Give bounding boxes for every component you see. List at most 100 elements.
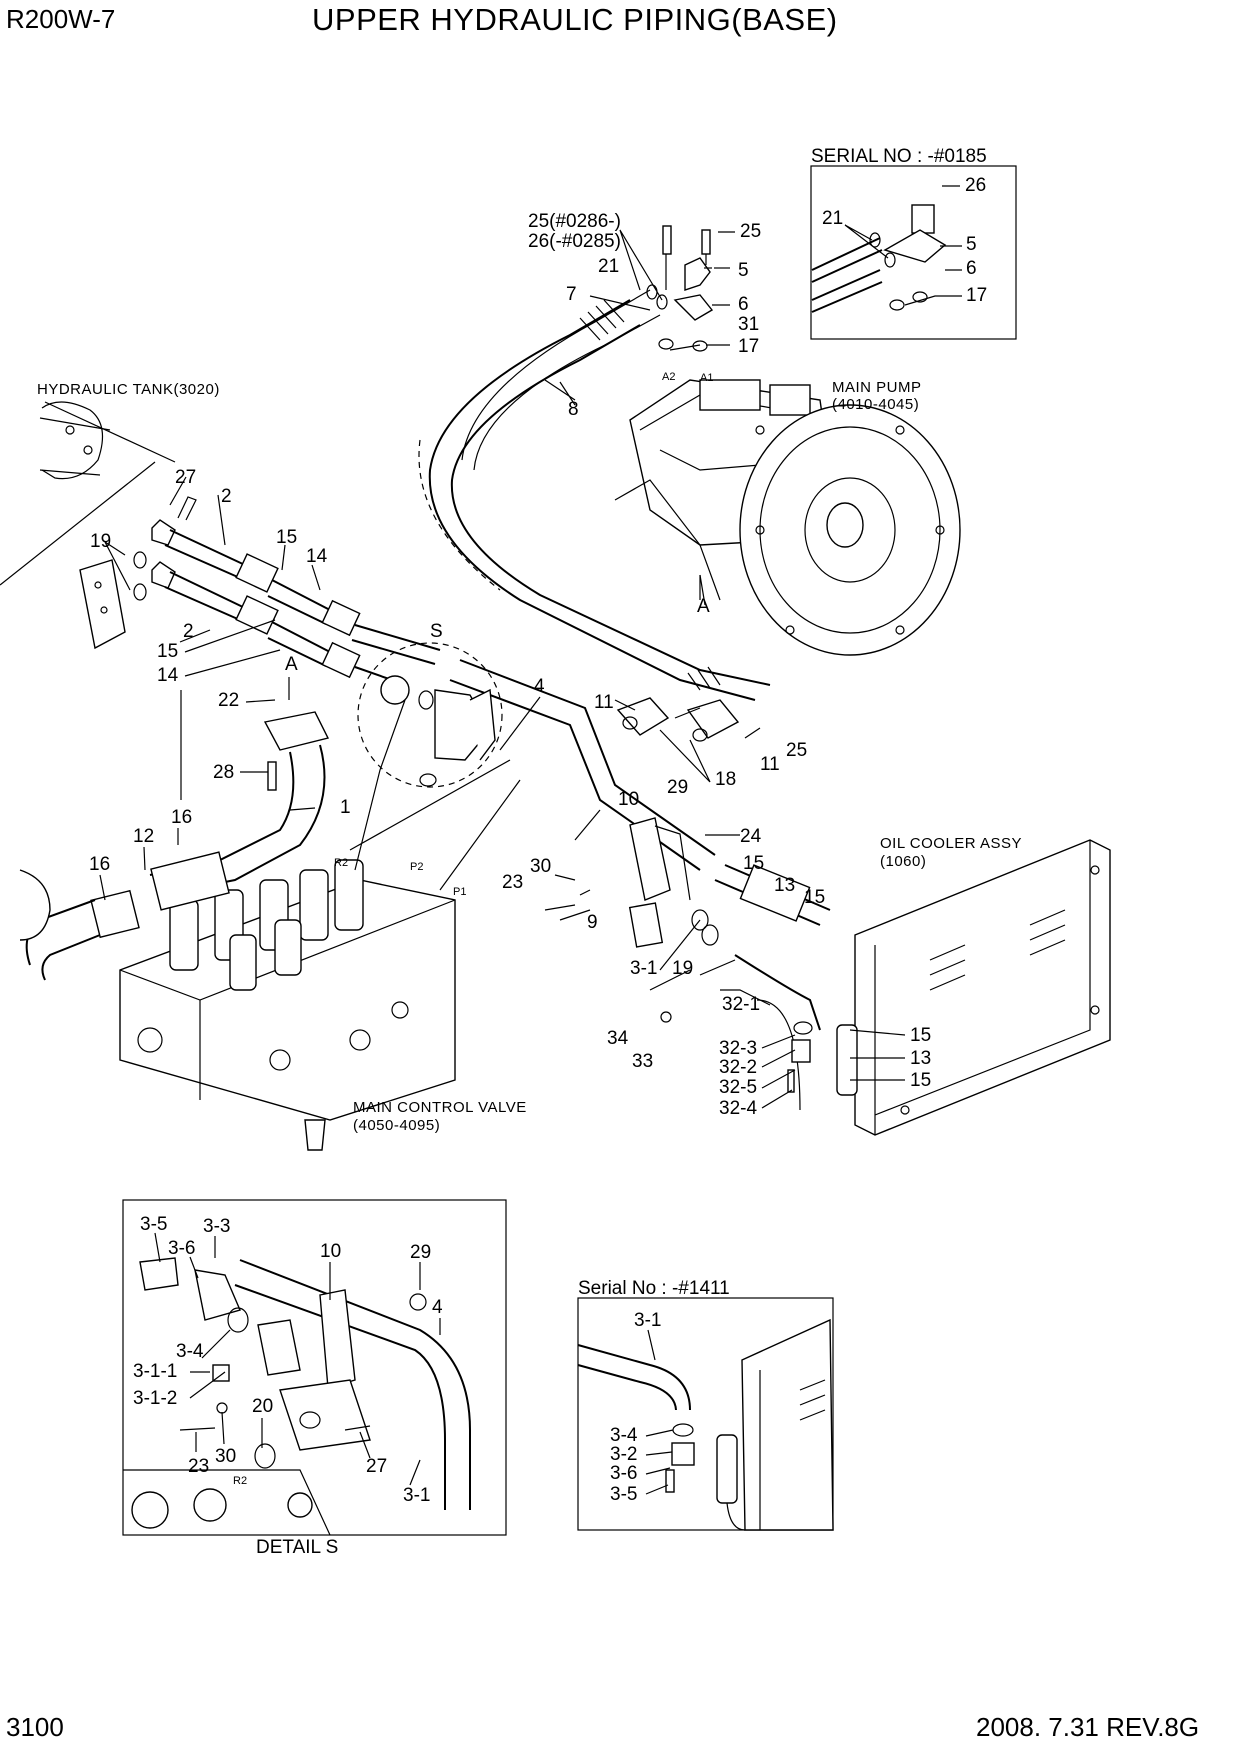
callout: 21 (598, 256, 619, 277)
callout: 23 (502, 872, 523, 893)
callout: 3-4 (610, 1425, 638, 1446)
callout: 32-3 (719, 1038, 757, 1059)
callout: 6 (966, 258, 977, 279)
page-title: UPPER HYDRAULIC PIPING(BASE) (312, 2, 838, 37)
serial-top-drawing (811, 204, 947, 313)
callout: 26 (965, 175, 986, 196)
callout: 16 (89, 854, 110, 875)
callout: 3-3 (203, 1216, 230, 1237)
callout: 3-1-2 (133, 1388, 177, 1409)
callouts-serial-bottom: 3-1 3-4 3-2 3-6 3-5 (610, 1310, 674, 1505)
detail-s-drawing (123, 1257, 471, 1536)
hydraulic-tank-label: HYDRAULIC TANK(3020) (37, 381, 220, 398)
callouts-detail-s: 3-5 3-3 3-6 10 29 4 3-4 3-1-1 3-1-2 20 2… (133, 1214, 443, 1506)
port-marker-a2: A2 (662, 371, 675, 383)
callout: 11 (594, 692, 614, 713)
callout: 3-1-1 (133, 1361, 177, 1382)
callout: 20 (252, 1396, 273, 1417)
pipe-assembly-drawing (418, 659, 719, 948)
main-pump-ref: (4010-4045) (832, 396, 919, 413)
callout: 21 (822, 208, 843, 229)
pump-fittings-drawing (646, 225, 714, 352)
callout: 3-1 (403, 1485, 430, 1506)
callout: 8 (568, 399, 579, 420)
callout: 2 (221, 486, 232, 507)
callout: 34 (607, 1028, 629, 1049)
callout: 25(#0286-) (528, 211, 621, 232)
callout: 3-2 (610, 1444, 637, 1465)
callout: 7 (566, 284, 577, 305)
callout: 2 (183, 621, 194, 642)
callout: 12 (133, 826, 154, 847)
callout: 29 (667, 777, 688, 798)
callout: 3-5 (140, 1214, 167, 1235)
callout: 3-6 (610, 1463, 637, 1484)
callout: 15 (276, 527, 297, 548)
callout: 30 (215, 1446, 236, 1467)
callout: 5 (966, 234, 977, 255)
callout: 11 (760, 754, 780, 775)
hydraulic-tank-drawing (0, 401, 156, 586)
main-pump-drawing (614, 379, 961, 656)
main-control-valve-label: MAIN CONTROL VALVE (353, 1099, 527, 1116)
main-control-valve-ref: (4050-4095) (353, 1117, 440, 1134)
callout: 9 (587, 912, 598, 933)
callout: 33 (632, 1051, 653, 1072)
pump-hoses-drawing (418, 289, 771, 701)
port-marker-s: S (430, 621, 443, 642)
callout: 3-6 (168, 1238, 195, 1259)
serial-top-title: SERIAL NO : -#0185 (811, 146, 987, 167)
callout: 19 (672, 958, 693, 979)
callout: 32-5 (719, 1077, 757, 1098)
callout: 13 (910, 1048, 931, 1069)
callout: 4 (432, 1297, 443, 1318)
port-marker-a1: A1 (700, 372, 713, 384)
callout: 3-1 (630, 958, 657, 979)
washer-34 (660, 1011, 672, 1023)
main-pump-label: MAIN PUMP (832, 379, 922, 396)
callout: 1 (340, 797, 351, 818)
port-marker-a-pump: A (697, 596, 710, 617)
suction-pipe-drawing (19, 711, 330, 981)
port-marker-p1: P1 (453, 886, 466, 898)
callout: 10 (618, 789, 639, 810)
callout: 32-2 (719, 1057, 757, 1078)
detail-s-inset (122, 1199, 507, 1536)
port-marker-a-top: A (285, 654, 298, 675)
callout: 6 (738, 294, 749, 315)
serial-top-inset (810, 165, 1017, 340)
callout: 29 (410, 1242, 431, 1263)
callouts-serial-top: 26 21 5 6 17 (822, 175, 987, 306)
return-pipes-drawing (79, 496, 441, 705)
port-marker-p2: P2 (410, 861, 423, 873)
callout: 3-5 (610, 1484, 637, 1505)
callout: 15 (804, 887, 825, 908)
callout: 5 (738, 260, 749, 281)
callout: 18 (715, 769, 736, 790)
callout: 10 (320, 1241, 341, 1262)
callout: 3-4 (176, 1341, 204, 1362)
callout: 24 (740, 826, 762, 847)
revision-date: 2008. 7.31 REV.8G (976, 1712, 1200, 1742)
callout: 15 (910, 1070, 931, 1091)
serial-bottom-inset (577, 1297, 834, 1531)
callout: 3-1 (634, 1310, 661, 1331)
oil-cooler-drawing (714, 839, 1111, 1136)
callout: 27 (366, 1456, 387, 1477)
oil-cooler-label: OIL COOLER ASSY (880, 835, 1022, 852)
page-number: 3100 (6, 1712, 64, 1742)
callout: 4 (534, 676, 545, 697)
serial-bottom-drawing (577, 1318, 834, 1531)
port-marker-r2-detail: R2 (233, 1475, 247, 1487)
callout: 32-4 (719, 1098, 757, 1119)
callout: 28 (213, 762, 234, 783)
callout: 25 (786, 740, 807, 761)
drain-pipe-drawing (734, 954, 821, 1093)
oil-cooler-ref: (1060) (880, 853, 926, 870)
callout: 31 (738, 314, 759, 335)
leader-lines (99, 229, 906, 1109)
callout: 25 (740, 221, 761, 242)
port-marker-r2: R2 (334, 857, 348, 869)
callout: 30 (530, 856, 551, 877)
